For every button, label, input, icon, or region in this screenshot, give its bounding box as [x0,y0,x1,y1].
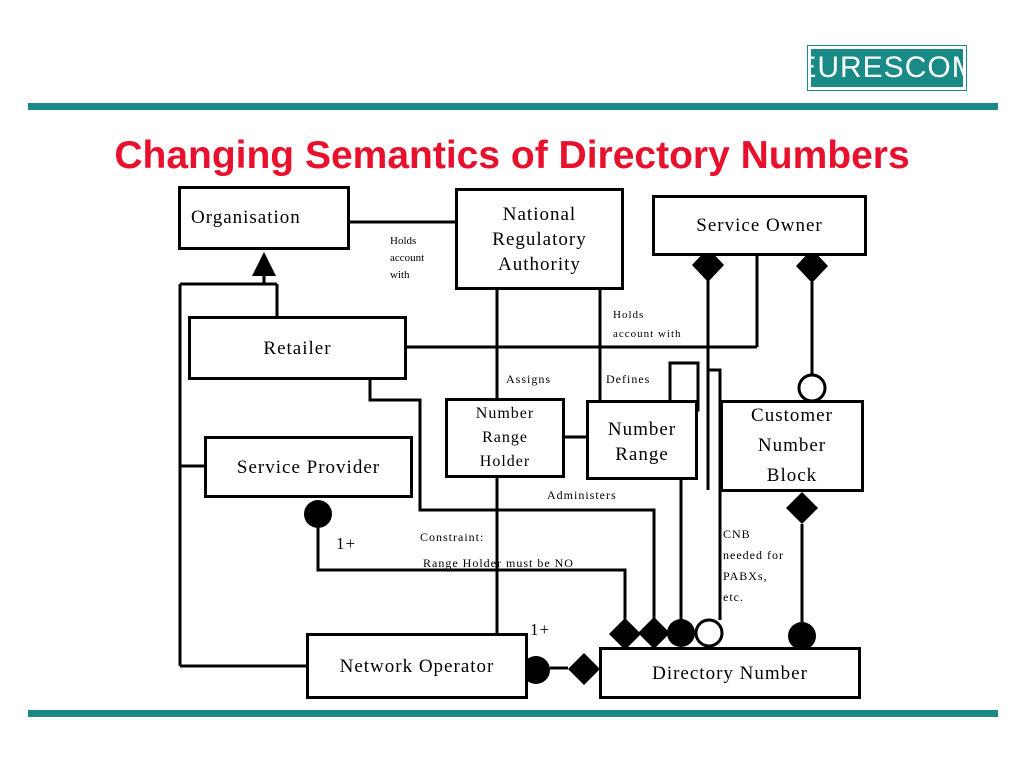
entity-organisation: Organisation [178,186,350,250]
entity-label: Range [615,444,669,465]
relation-label-line: needed for [723,548,784,562]
slide-title: Changing Semantics of Directory Numbers [114,134,910,177]
entity-label: National [502,203,577,225]
entity-label: Number [475,405,535,422]
entity-label: Service Owner [696,215,823,236]
entity-label: Retailer [263,337,332,359]
bottom-rule [28,710,998,717]
entity-label: Holder [479,453,531,470]
relation-cnb-note: CNB needed for PABXs, etc. [723,524,784,608]
entity-label: Service Provider [236,456,381,478]
entity-label: Block [766,465,818,486]
eurescom-logo: EURESCOM [796,45,977,91]
entity-service-provider: Service Provider [204,436,413,498]
multiplicity-label: 1+ [530,620,551,639]
relation-label-line: PABXs, [723,569,768,583]
entity-label: Network Operator [339,655,495,677]
entity-label: Organisation [191,207,301,228]
relation-constraint: Constraint: Range Holder must be NO [420,524,574,576]
relation-label-line: Holds [390,235,417,247]
multiplicity-label: 1+ [336,534,357,553]
entity-retailer: Retailer [188,316,407,380]
top-rule [28,103,998,110]
relation-assigns: Assigns [506,372,552,386]
entity-label: Number [607,419,677,440]
entity-directory-number: Directory Number [599,647,861,699]
relation-label-line: Constraint: [420,530,485,544]
relation-label-line: with [390,269,410,281]
entity-label: Number [757,435,827,456]
relation-defines: Defines [606,372,651,386]
entity-service-owner: Service Owner [652,195,867,256]
relation-label-line: CNB [723,527,751,541]
relation-label-line: account with [613,328,682,340]
entity-label: Range [482,429,528,446]
entity-label: Regulatory [492,228,587,250]
entity-label: Directory Number [652,662,808,684]
relation-label-line: etc. [723,590,744,604]
relation-label-line: Holds [613,309,645,321]
entity-number-range-holder: Number Range Holder [445,398,565,478]
entity-customer-number-block: Customer Number Block [720,400,864,492]
entity-national-regulatory-authority: National Regulatory Authority [455,188,624,290]
relation-holds-account-with-2: Holds account with [613,306,682,344]
entity-number-range: Number Range [586,400,698,480]
relation-label-line: account [390,252,425,264]
relation-holds-account-with: Holds account with [390,233,424,284]
relation-administers: Administers [547,488,617,502]
relation-label-line: Range Holder must be NO [423,556,574,570]
entity-network-operator: Network Operator [306,633,528,699]
entity-label: Authority [498,253,581,275]
entity-label: Customer [751,405,833,426]
